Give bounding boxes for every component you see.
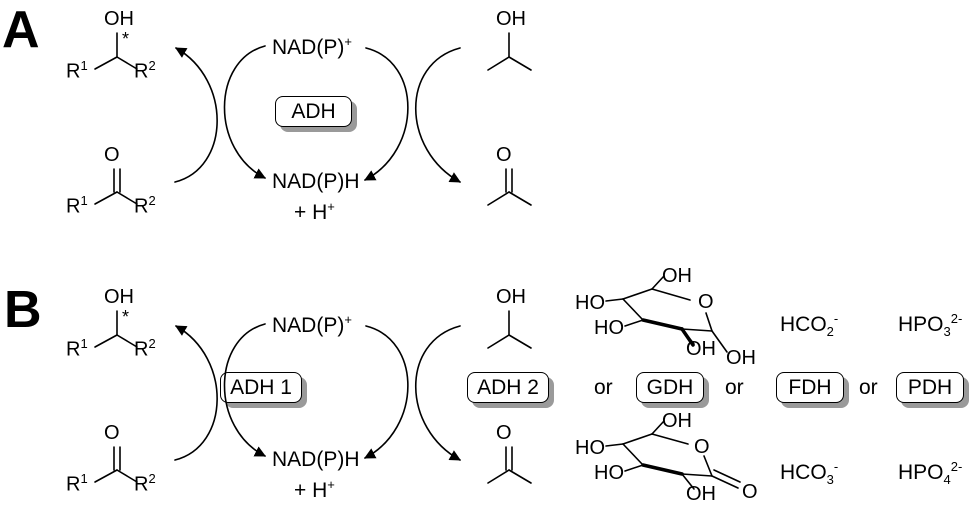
nadp-oxidized-label: NAD(P)+ bbox=[272, 312, 352, 337]
bicarbonate-label: HCO3- bbox=[780, 459, 839, 488]
pdh-enzyme-box: PDH bbox=[896, 372, 964, 403]
lactone-c3-oh-label: HO bbox=[594, 462, 624, 484]
r1-label: R1 bbox=[66, 193, 88, 218]
right-cycle-arrows-a bbox=[364, 47, 461, 183]
r1-label: R1 bbox=[66, 471, 88, 496]
isopropanol-a-bonds bbox=[487, 32, 532, 71]
left-cycle-arrows-a bbox=[174, 45, 266, 183]
isopropanol-oh-label: OH bbox=[496, 8, 526, 30]
isopropanol-oh-label: OH bbox=[496, 286, 526, 308]
substrate-ketone-b-bonds bbox=[94, 446, 138, 483]
panel-b-letter: B bbox=[4, 281, 42, 339]
r2-label: R2 bbox=[134, 336, 156, 361]
lactone-ring-o-label: O bbox=[694, 436, 710, 458]
substrate-alcohol-b-bonds bbox=[94, 310, 138, 348]
pdh-enzyme-label: PDH bbox=[907, 375, 953, 399]
formate-label: HCO2- bbox=[780, 311, 839, 340]
adh2-enzyme-box: ADH 2 bbox=[467, 372, 549, 403]
left-cycle-arrows-b bbox=[174, 323, 266, 461]
or-word: or bbox=[859, 376, 878, 399]
proton-label: + H+ bbox=[294, 199, 335, 224]
nadph-reduced-label: NAD(P)H bbox=[272, 170, 360, 193]
r2-label: R2 bbox=[134, 471, 156, 496]
fdh-enzyme-label: FDH bbox=[788, 375, 832, 399]
carbonyl-o-label: O bbox=[104, 144, 120, 166]
adh1-enzyme-box: ADH 1 bbox=[220, 372, 302, 403]
lactone-carbonyl-o-label: O bbox=[742, 481, 758, 503]
adh1-enzyme-label: ADH 1 bbox=[230, 375, 292, 399]
glucose-c3-oh-label: HO bbox=[594, 317, 624, 339]
glucose-c1-oh-label: OH bbox=[726, 347, 756, 369]
stereocenter-star: * bbox=[122, 307, 130, 327]
fdh-enzyme-box: FDH bbox=[776, 372, 844, 403]
r1-label: R1 bbox=[66, 58, 88, 83]
substrate-ketone-a-bonds bbox=[94, 168, 138, 205]
r1-label: R1 bbox=[66, 336, 88, 361]
adh-enzyme-box: ADH bbox=[275, 96, 352, 127]
glucose-c4-oh-label: HO bbox=[575, 292, 605, 314]
acetone-o-label: O bbox=[496, 144, 512, 166]
phosphate-label: HPO42- bbox=[898, 459, 963, 488]
oh-label: OH bbox=[104, 8, 134, 30]
nadph-reduced-label: NAD(P)H bbox=[272, 448, 360, 471]
or-word: or bbox=[594, 376, 613, 399]
gdh-enzyme-label: GDH bbox=[646, 375, 694, 399]
glucose-ring-bonds bbox=[605, 275, 728, 353]
nadp-oxidized-label: NAD(P)+ bbox=[272, 34, 352, 59]
right-cycle-arrows-b bbox=[364, 325, 461, 461]
oh-label: OH bbox=[104, 286, 134, 308]
panel-a-letter: A bbox=[2, 1, 40, 59]
lactone-c6-oh-label: OH bbox=[662, 410, 692, 432]
substrate-alcohol-a-bonds bbox=[94, 32, 138, 70]
phosphite-label: HPO32- bbox=[898, 311, 963, 340]
carbonyl-o-label: O bbox=[104, 422, 120, 444]
acetone-o-label: O bbox=[496, 422, 512, 444]
gluconolactone-ring-bonds bbox=[605, 420, 741, 490]
adh2-enzyme-label: ADH 2 bbox=[477, 375, 539, 399]
glucose-c6-oh-label: OH bbox=[662, 265, 692, 287]
proton-label: + H+ bbox=[294, 477, 335, 502]
gdh-enzyme-box: GDH bbox=[636, 372, 704, 403]
acetone-b-bonds bbox=[487, 446, 532, 484]
glucose-ring-o-label: O bbox=[698, 291, 714, 313]
adh-enzyme-label: ADH bbox=[291, 99, 336, 123]
r2-label: R2 bbox=[134, 193, 156, 218]
r2-label: R2 bbox=[134, 58, 156, 83]
stereocenter-star: * bbox=[122, 29, 130, 49]
acetone-a-bonds bbox=[487, 168, 532, 206]
lactone-c4-oh-label: HO bbox=[575, 437, 605, 459]
isopropanol-b-bonds bbox=[487, 310, 532, 349]
or-word: or bbox=[725, 376, 744, 399]
